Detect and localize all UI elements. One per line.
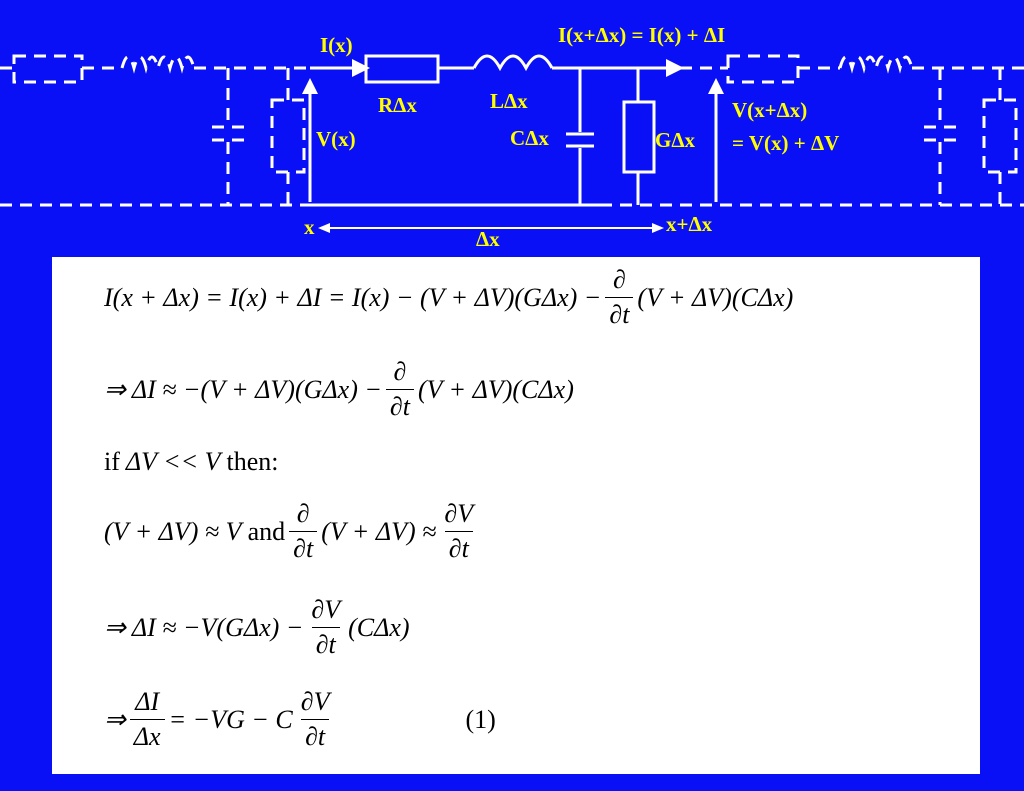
eq6-arrow: ⇒ xyxy=(104,704,126,734)
eq1-lhs: I(x + Δx) = I(x) + ΔI = I(x) − (V + ΔV)(… xyxy=(104,282,602,312)
label-current-in: I(x) xyxy=(320,33,353,57)
eq4-den2: ∂t xyxy=(444,531,473,564)
equation-2: ⇒ ΔI ≈ −(V + ΔV)(GΔx) − ∂ ∂t (V + ΔV)(CΔ… xyxy=(104,357,574,422)
equation-6: ⇒ ΔI Δx = −VG − C ∂V ∂t (1) xyxy=(104,687,496,752)
label-resistor: RΔx xyxy=(378,93,417,117)
eq6-fraction-2: ∂V ∂t xyxy=(297,687,334,752)
current-in-arrowhead xyxy=(352,59,370,77)
eq4-fraction-1: ∂ ∂t xyxy=(289,499,318,564)
center-section xyxy=(310,54,680,207)
eq3-then: then: xyxy=(226,447,279,476)
eq6-mid: = −VG − C xyxy=(168,704,293,734)
eq4-lhs: (V + ΔV) ≈ V xyxy=(104,516,242,546)
equation-number: (1) xyxy=(465,704,496,734)
eq2-den: ∂t xyxy=(385,389,414,422)
conductance xyxy=(622,100,656,174)
transmission-line-circuit xyxy=(0,54,1024,233)
eq6-num1: ΔI xyxy=(135,687,160,716)
eq1-rhs: (V + ΔV)(CΔx) xyxy=(637,282,794,312)
eq6-num2: ∂V xyxy=(300,687,330,716)
equations-panel: I(x + Δx) = I(x) + ΔI = I(x) − (V + ΔV)(… xyxy=(52,257,980,774)
eq5-rhs: (CΔx) xyxy=(348,612,410,642)
eq1-den: ∂t xyxy=(605,297,634,330)
equation-1: I(x + Δx) = I(x) + ΔI = I(x) − (V + ΔV)(… xyxy=(104,265,793,330)
resistor xyxy=(364,54,440,84)
label-voltage-out-2: = V(x) + ΔV xyxy=(732,131,840,155)
eq2-num: ∂ xyxy=(393,357,407,386)
label-current-out: I(x+Δx) = I(x) + ΔI xyxy=(558,23,726,47)
equation-5: ⇒ ΔI ≈ −V(GΔx) − ∂V ∂t (CΔx) xyxy=(104,595,410,660)
label-position-start: x xyxy=(304,215,315,239)
right-dashed-section xyxy=(600,54,1024,207)
eq5-num: ∂V xyxy=(311,595,341,624)
eq5-fraction: ∂V ∂t xyxy=(307,595,344,660)
equation-4: (V + ΔV) ≈ V and ∂ ∂t (V + ΔV) ≈ ∂V ∂t xyxy=(104,499,481,564)
inductor xyxy=(472,54,554,72)
eq4-num1: ∂ xyxy=(296,499,310,528)
eq4-den1: ∂t xyxy=(289,531,318,564)
left-dashed-section xyxy=(0,54,310,207)
eq5-lhs: ⇒ ΔI ≈ −V(GΔx) − xyxy=(104,612,304,642)
eq2-lhs: ⇒ ΔI ≈ −(V + ΔV)(GΔx) − xyxy=(104,374,382,404)
label-voltage-out-1: V(x+Δx) xyxy=(732,98,808,122)
eq4-fraction-2: ∂V ∂t xyxy=(440,499,477,564)
eq2-rhs: (V + ΔV)(CΔx) xyxy=(417,374,574,404)
eq2-fraction: ∂ ∂t xyxy=(385,357,414,422)
eq3-cond: ΔV << V xyxy=(125,447,221,476)
label-capacitor: CΔx xyxy=(510,126,549,150)
eq6-fraction-1: ΔI Δx xyxy=(129,687,165,752)
eq4-and: and xyxy=(247,516,286,546)
eq4-num2: ∂V xyxy=(444,499,474,528)
eq1-num: ∂ xyxy=(612,265,626,294)
label-inductor: LΔx xyxy=(490,89,528,113)
label-position-end: x+Δx xyxy=(666,212,713,236)
eq5-den: ∂t xyxy=(311,627,340,660)
eq1-fraction: ∂ ∂t xyxy=(605,265,634,330)
eq3-if: if xyxy=(104,447,120,476)
eq6-den1: Δx xyxy=(129,719,165,752)
label-delta-x: Δx xyxy=(476,227,500,251)
eq4-mid: (V + ΔV) ≈ xyxy=(321,516,437,546)
eq6-den2: ∂t xyxy=(301,719,330,752)
current-out-arrowhead xyxy=(666,59,684,77)
label-conductance: GΔx xyxy=(655,128,696,152)
label-voltage-in: V(x) xyxy=(316,127,356,151)
equation-3: if ΔV << V then: xyxy=(104,447,279,477)
